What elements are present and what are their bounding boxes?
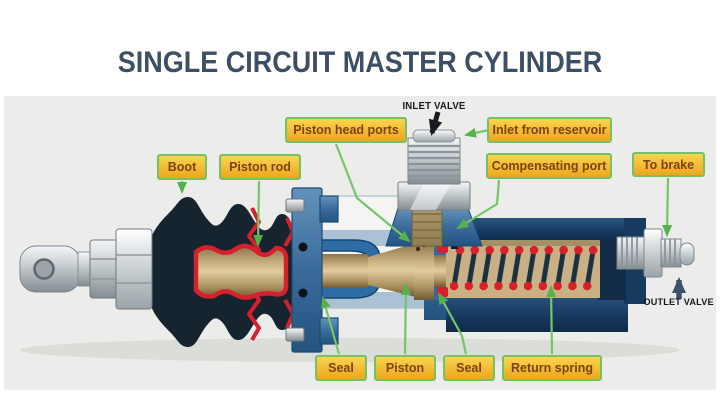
label-return-spring: Return spring <box>502 355 602 381</box>
label-piston: Piston <box>374 355 436 381</box>
label-boot: Boot <box>157 154 207 180</box>
secondary-seal-top <box>298 242 308 252</box>
label-inlet-from-reservoir: Inlet from reservoir <box>487 117 612 143</box>
secondary-seal-bottom <box>298 288 308 298</box>
label-piston-rod: Piston rod <box>219 154 301 180</box>
leader-seal-front <box>320 296 341 355</box>
leader-to-brake <box>662 177 673 237</box>
label-seal-rear: Seal <box>443 355 495 381</box>
mounting-flange <box>285 187 339 353</box>
label-outlet-valve: OUTLET VALVE <box>643 297 714 308</box>
inlet-valve-arrow <box>428 111 443 136</box>
leader-piston-head-ports <box>334 143 411 243</box>
return-spring-coils <box>450 244 598 292</box>
leader-inlet-from-reservoir <box>464 127 490 138</box>
leader-piston <box>400 283 411 355</box>
label-seal-front: Seal <box>315 355 367 381</box>
page-title: SINGLE CIRCUIT MASTER CYLINDER <box>117 46 603 79</box>
leader-lines <box>177 127 673 355</box>
spring-chamber <box>446 240 600 298</box>
label-to-brake: To brake <box>632 152 705 177</box>
rubber-boot <box>148 197 295 347</box>
inlet-valve-assembly <box>385 129 483 247</box>
piston-head-port <box>415 246 421 252</box>
label-piston-head-ports: Piston head ports <box>285 117 407 143</box>
pushrod-nuts <box>89 228 153 310</box>
leader-piston-rod <box>253 180 264 247</box>
piston-head <box>414 242 448 300</box>
leader-return-spring <box>546 285 557 355</box>
boot-cutaway-window <box>193 243 289 300</box>
clevis-eye <box>19 245 93 293</box>
outlet-valve-assembly <box>616 228 695 278</box>
leader-seal-rear <box>438 292 468 355</box>
label-inlet-valve: INLET VALVE <box>402 101 466 112</box>
label-compensating-port: Compensating port <box>486 153 612 179</box>
leader-compensating-port <box>456 179 501 230</box>
